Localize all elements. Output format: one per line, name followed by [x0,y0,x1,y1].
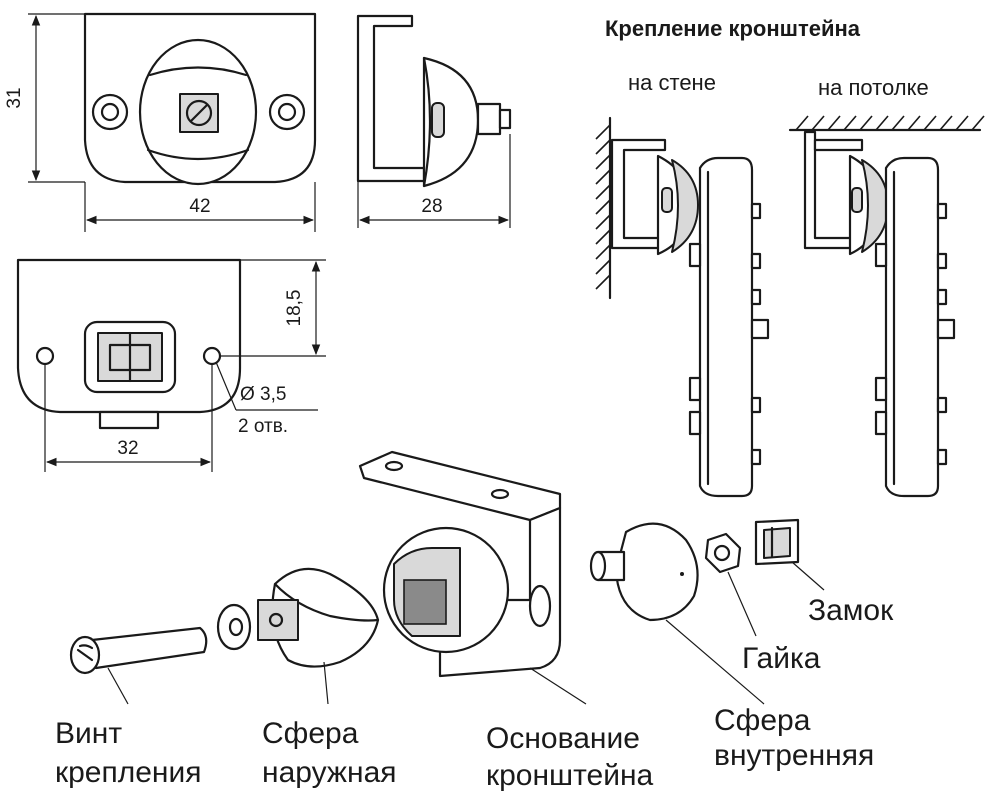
outer-sphere-part [257,567,380,668]
bottom-width-dim: 32 [117,438,138,459]
top-height-dim: 31 [4,87,25,108]
side-depth-dim: 28 [421,196,442,217]
inner-sphere-label-line1: Сфера [714,704,811,737]
side-view: 28 [356,14,512,228]
lock-part [754,518,800,566]
bottom-height-dim: 18,5 [284,290,305,327]
ceiling-mount-label: на потолке [818,75,929,100]
mounting-title: Крепление кронштейна [605,16,861,41]
lock-label: Замок [808,594,894,627]
nut-label: Гайка [742,642,821,675]
top-view: 31 42 [4,12,317,232]
base-part [358,450,562,678]
wall-mount-illustration [595,116,770,498]
screw-part [69,626,208,675]
screw-label-line1: Винт [55,717,122,750]
outer-sphere-label-line1: Сфера [262,717,359,750]
washer-part [216,603,252,651]
ceiling-mount-illustration [788,115,985,498]
outer-sphere-label-line2: наружная [262,756,397,789]
bottom-view: 18,5 32 Ø 3,5 2 отв. [16,258,326,472]
hole-count-label: 2 отв. [238,416,288,437]
nut-part [704,532,742,574]
base-label-line1: Основание [486,722,640,755]
inner-sphere-part [589,522,699,622]
screw-label-line2: крепления [55,756,202,789]
top-width-dim: 42 [189,196,210,217]
inner-sphere-label-line2: внутренняя [714,739,874,772]
hole-diameter-label: Ø 3,5 [240,384,286,405]
wall-mount-label: на стене [628,70,716,95]
base-label-line2: кронштейна [486,759,654,792]
